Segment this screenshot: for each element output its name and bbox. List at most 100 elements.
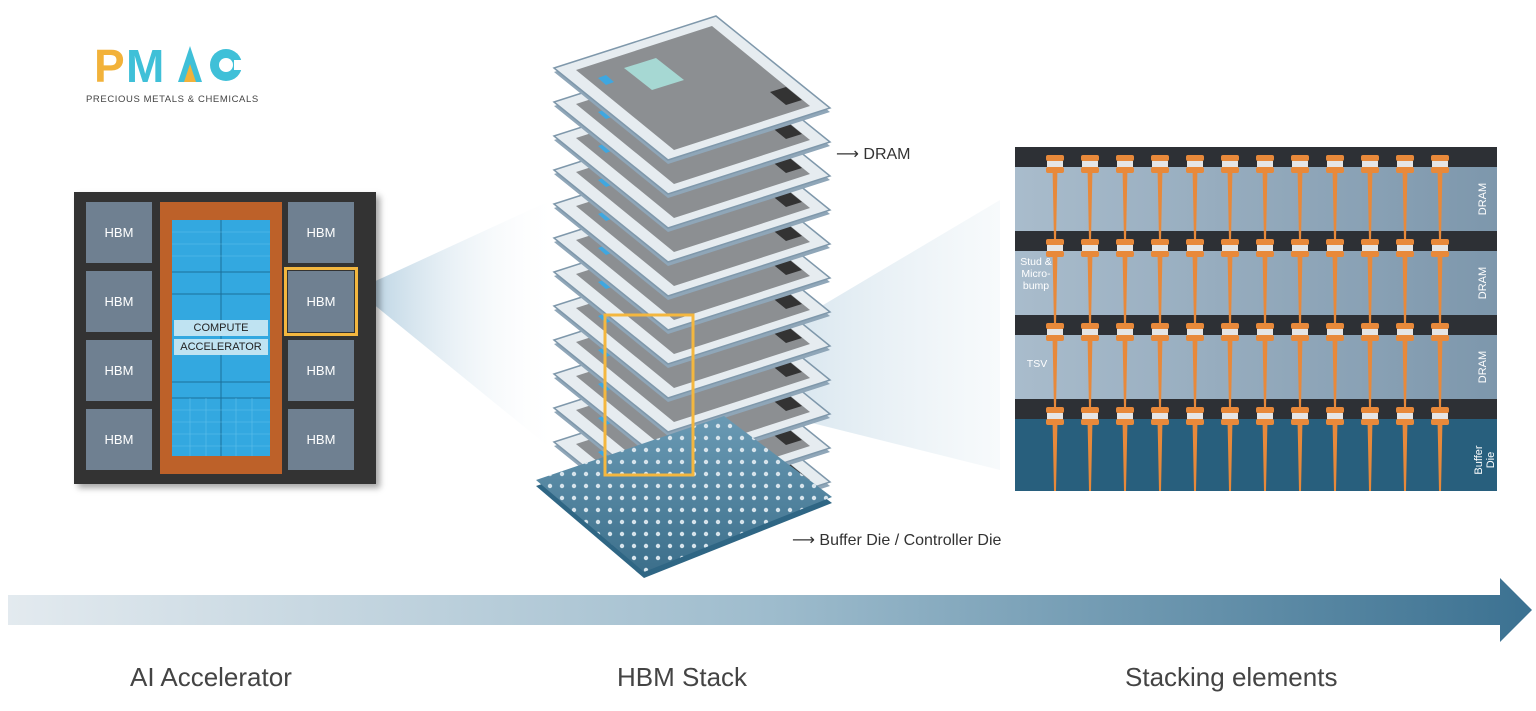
micro-bump — [1081, 323, 1099, 341]
tsv-via — [1437, 335, 1443, 409]
tsv-via — [1402, 419, 1408, 491]
tsv-via — [1157, 419, 1163, 491]
micro-bump — [1151, 239, 1169, 257]
arrow-right-icon: ⟶ — [792, 532, 815, 549]
hbm-block-right-2-highlighted: HBM — [284, 267, 358, 336]
tsv-via — [1192, 251, 1198, 325]
micro-bump — [1291, 323, 1309, 341]
micro-bump — [1081, 155, 1099, 173]
tsv-via — [1052, 167, 1058, 241]
buffer-die — [536, 416, 832, 578]
dram-layer-2 — [1015, 251, 1497, 315]
dram-label: DRAM — [863, 146, 911, 163]
logo-wordmark-p: P — [94, 40, 125, 92]
tsv-via — [1052, 335, 1058, 409]
micro-bump — [1326, 323, 1344, 341]
hbm-block-right-1: HBM — [288, 202, 354, 263]
compute-label: COMPUTE — [174, 320, 268, 336]
tsv-via — [1227, 167, 1233, 241]
micro-bump — [1081, 407, 1099, 425]
tsv-via — [1157, 251, 1163, 325]
tsv-via — [1402, 335, 1408, 409]
tsv-via — [1087, 419, 1093, 491]
micro-bump — [1046, 407, 1064, 425]
xs-buffer-label-line1: Buffer — [1473, 445, 1485, 475]
micro-bump — [1361, 323, 1379, 341]
arrow-right-icon: ⟶ — [836, 146, 859, 163]
micro-bump — [1431, 323, 1449, 341]
dram-die-layer — [552, 15, 832, 164]
hbm-block-left-1: HBM — [86, 202, 152, 263]
pmac-logo-mark: P M — [94, 40, 246, 92]
caption-hbm-stack: HBM Stack — [617, 662, 748, 692]
tsv-via — [1227, 335, 1233, 409]
tsv-via — [1157, 335, 1163, 409]
dram-layer-3 — [1015, 335, 1497, 399]
caption-stacking-elements: Stacking elements — [1125, 662, 1338, 692]
hbm-block-left-4: HBM — [86, 409, 152, 470]
micro-bump — [1326, 155, 1344, 173]
tsv-via — [1262, 251, 1268, 325]
tsv-via — [1122, 251, 1128, 325]
tsv-via — [1437, 251, 1443, 325]
micro-bump — [1151, 323, 1169, 341]
accelerator-label: ACCELERATOR — [174, 339, 268, 355]
tsv-via — [1437, 167, 1443, 241]
hbm-block-right-4: HBM — [288, 409, 354, 470]
tsv-via — [1332, 167, 1338, 241]
tsv-via — [1297, 419, 1303, 491]
micro-bump — [1291, 239, 1309, 257]
tsv-via — [1332, 335, 1338, 409]
tsv-via — [1262, 335, 1268, 409]
micro-bump — [1186, 407, 1204, 425]
tsv-via — [1367, 419, 1373, 491]
progression-arrow — [8, 578, 1532, 642]
xs-dram-label-2: DRAM — [1477, 266, 1489, 300]
micro-bump — [1046, 239, 1064, 257]
tsv-via — [1297, 251, 1303, 325]
tsv-via — [1192, 167, 1198, 241]
dram-layer-1 — [1015, 167, 1497, 231]
logo-tagline: PRECIOUS METALS & CHEMICALS — [86, 94, 259, 105]
tsv-via — [1227, 419, 1233, 491]
tsv-via — [1052, 419, 1058, 491]
xs-dram-label-3: DRAM — [1477, 350, 1489, 384]
micro-bump — [1431, 239, 1449, 257]
micro-bump — [1431, 155, 1449, 173]
micro-bump — [1116, 155, 1134, 173]
tsv-via — [1367, 251, 1373, 325]
micro-bump — [1431, 407, 1449, 425]
ai-accelerator-package: HBM HBM HBM HBM HBM HBM HBM HBM COMPUTE … — [74, 192, 376, 484]
micro-bump — [1326, 407, 1344, 425]
tsv-via — [1087, 251, 1093, 325]
micro-bump — [1291, 407, 1309, 425]
micro-bump — [1186, 239, 1204, 257]
buffer-die-layer — [1015, 419, 1497, 491]
hbm-block-left-3: HBM — [86, 340, 152, 401]
tsv-via — [1262, 167, 1268, 241]
micro-bump — [1256, 155, 1274, 173]
micro-bump — [1116, 407, 1134, 425]
pmac-logo: P M PRECIOUS METALS & CHEMICALS — [86, 38, 276, 110]
micro-bump — [1326, 239, 1344, 257]
micro-bump — [1186, 155, 1204, 173]
micro-bump — [1221, 323, 1239, 341]
tsv-via — [1087, 167, 1093, 241]
tsv-via — [1157, 167, 1163, 241]
xs-buffer-label-line2: Die — [1485, 451, 1497, 469]
stud-microbump-label: Stud & Micro- bump — [1020, 256, 1052, 292]
tsv-via — [1332, 251, 1338, 325]
hbm-block-right-3: HBM — [288, 340, 354, 401]
micro-bump — [1396, 407, 1414, 425]
micro-bump — [1151, 407, 1169, 425]
micro-bump — [1116, 323, 1134, 341]
micro-bump — [1396, 155, 1414, 173]
hbm-stack — [536, 15, 832, 578]
compute-die — [160, 202, 282, 474]
tsv-via — [1122, 419, 1128, 491]
xs-buffer-die-label: Buffer Die — [1473, 440, 1497, 480]
tsv-via — [1402, 251, 1408, 325]
micro-bump — [1116, 239, 1134, 257]
micro-bump — [1221, 155, 1239, 173]
tsv-via — [1122, 167, 1128, 241]
